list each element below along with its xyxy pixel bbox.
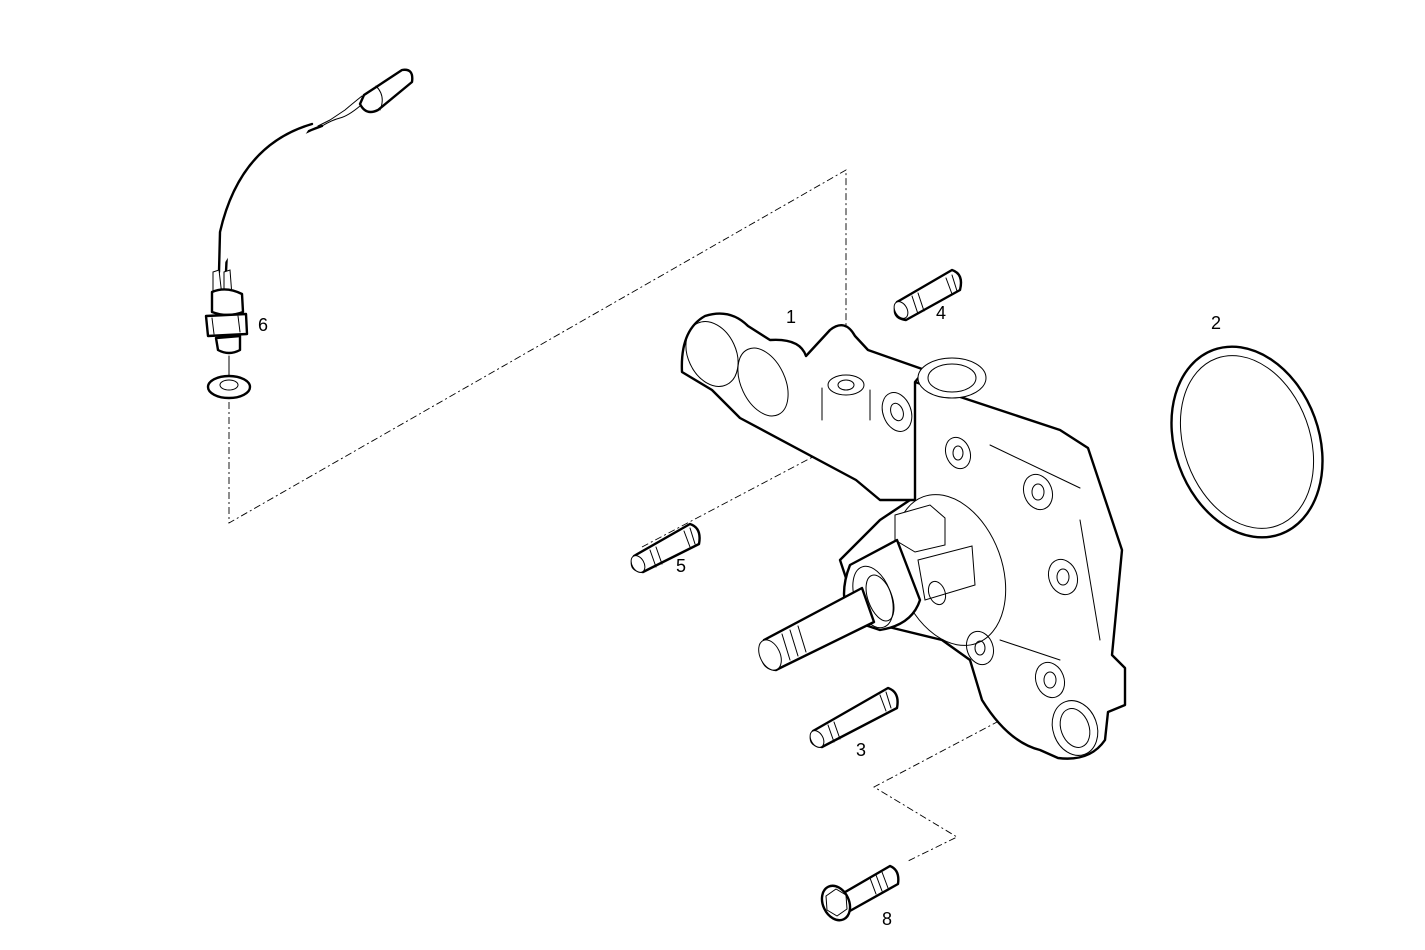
- callout-2: 2: [1211, 313, 1222, 333]
- callout-8: 8: [882, 909, 893, 929]
- callout-5: 5: [676, 556, 687, 576]
- stud-part-4[interactable]: [891, 268, 963, 322]
- o-ring-part-2[interactable]: [1146, 325, 1348, 558]
- callout-1: 1: [786, 307, 797, 327]
- stud-part-5[interactable]: [628, 522, 701, 575]
- pump-housing-part-1[interactable]: [676, 312, 1127, 762]
- callout-4: 4: [936, 303, 947, 323]
- callout-3: 3: [856, 740, 867, 760]
- callout-6: 6: [258, 315, 269, 335]
- bolt-part-8[interactable]: [817, 864, 900, 925]
- stud-part-3[interactable]: [807, 686, 899, 750]
- sensor-part-6[interactable]: [204, 68, 414, 400]
